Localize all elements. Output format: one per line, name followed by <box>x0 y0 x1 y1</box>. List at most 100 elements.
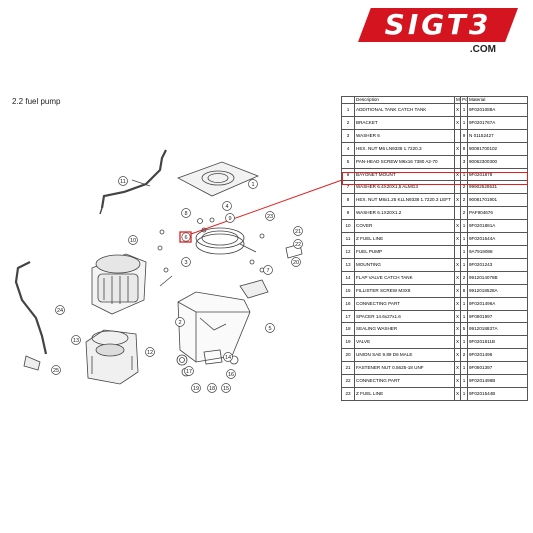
cell-pos: 4 <box>341 141 355 156</box>
cell-material: PAF904676 <box>467 206 528 221</box>
cell-pos: 8 <box>341 193 355 208</box>
cell-pc: 1 <box>460 361 468 376</box>
cell-material: 90081701901 <box>467 193 528 208</box>
header-m: M <box>454 96 461 104</box>
cell-pc: 1 <box>460 335 468 350</box>
svg-text:14: 14 <box>225 355 231 361</box>
svg-text:17: 17 <box>186 369 192 375</box>
svg-text:13: 13 <box>73 338 79 344</box>
callout-10[interactable]: 10 <box>128 235 138 245</box>
svg-text:24: 24 <box>57 308 63 314</box>
cell-material: 9F0201881A <box>467 219 528 234</box>
svg-text:20: 20 <box>293 260 299 266</box>
cell-description: PAN-HEAD SCREW M6x16 7380 A2-70 <box>354 154 455 169</box>
callout-17[interactable]: 17 <box>184 366 194 376</box>
logo-domain: .COM <box>469 44 496 55</box>
cell-pc: 8 <box>460 283 468 298</box>
callout-16[interactable]: 16 <box>226 369 236 379</box>
callout-19[interactable]: 19 <box>191 383 201 393</box>
svg-text:9: 9 <box>228 216 231 222</box>
callout-25[interactable]: 25 <box>51 365 61 375</box>
callout-6[interactable]: 6 <box>181 232 191 242</box>
callout-15[interactable]: 15 <box>221 383 231 393</box>
cell-description: CONNECTING PART <box>354 296 455 311</box>
cell-description: HEX. NUT M6 LN9338 1.7220.3 <box>354 141 455 156</box>
cell-pc: 1 <box>460 115 468 130</box>
svg-text:5: 5 <box>268 326 271 332</box>
cell-material: 9F0201544A <box>467 232 528 246</box>
cell-pc: 8 <box>460 141 468 156</box>
callout-18[interactable]: 18 <box>207 383 217 393</box>
cell-description: HEX. NUT M8x1.25 KLLN9338 1.7220.3 LEFT <box>354 193 455 208</box>
callout-11[interactable]: 11 <box>118 176 128 186</box>
callout-1[interactable]: 1 <box>248 179 258 189</box>
callout-9[interactable]: 9 <box>225 213 235 223</box>
callout-23[interactable]: 23 <box>265 211 275 221</box>
cell-material: 9912018837A <box>467 322 528 337</box>
cell-pos: 10 <box>341 219 355 234</box>
cell-description: COVER <box>354 219 455 234</box>
cell-description: FUEL PUMP <box>354 244 455 259</box>
cell-pc: 2 <box>460 206 468 221</box>
cell-material: 9F0201811B <box>467 335 528 350</box>
svg-text:18: 18 <box>209 386 215 392</box>
callout-4[interactable]: 4 <box>222 201 232 211</box>
cell-description: WASHER 6.1X20X1.2 <box>354 206 455 221</box>
svg-text:19: 19 <box>193 386 199 392</box>
cell-pos: 17 <box>341 309 355 324</box>
callout-7[interactable]: 7 <box>263 265 273 275</box>
callout-24[interactable]: 24 <box>55 305 65 315</box>
cell-pc: 1 <box>460 309 468 324</box>
cell-material: N 01152427 <box>467 128 528 143</box>
svg-text:7: 7 <box>266 268 269 274</box>
callout-13[interactable]: 13 <box>71 335 81 345</box>
cell-pc: 2 <box>460 348 468 363</box>
callout-22[interactable]: 22 <box>293 239 303 249</box>
cell-description: CONNECTING PART <box>354 374 455 388</box>
callout-12[interactable]: 12 <box>145 347 155 357</box>
cell-description: SEALING WASHER <box>354 322 455 337</box>
logo[interactable]: SIGT3 .COM <box>358 8 518 55</box>
cell-pc: 2 <box>460 270 468 285</box>
cell-material: 9F0201088A <box>467 103 528 117</box>
cell-pos: 21 <box>341 361 355 376</box>
cell-description: WASHER 6 <box>354 128 455 143</box>
callout-5[interactable]: 5 <box>265 323 275 333</box>
svg-text:11: 11 <box>120 179 126 185</box>
callout-14[interactable]: 14 <box>223 352 233 362</box>
callout-2[interactable]: 2 <box>175 317 185 327</box>
header-material: Material <box>467 96 528 104</box>
callout-20[interactable]: 20 <box>291 257 301 267</box>
callout-21[interactable]: 21 <box>293 226 303 236</box>
callout-3[interactable]: 3 <box>181 257 191 267</box>
cell-material: 9F0201496 <box>467 348 528 363</box>
cell-material: 9912018528A <box>467 283 528 298</box>
section-title: 2.2 fuel pump <box>12 97 61 106</box>
cell-pc: 1 <box>460 257 468 272</box>
cell-pos: 23 <box>341 386 355 401</box>
callout-8[interactable]: 8 <box>181 208 191 218</box>
